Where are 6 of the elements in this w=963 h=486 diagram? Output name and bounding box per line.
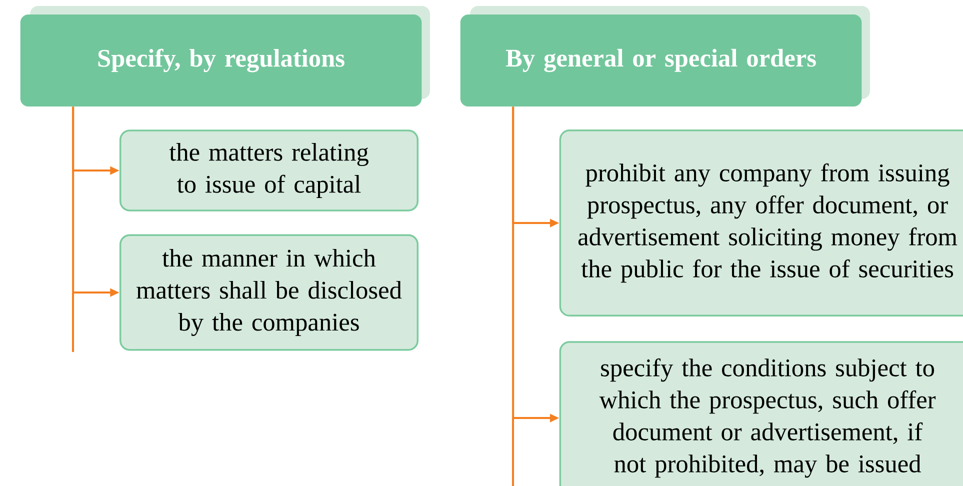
text-box: the matters relating to issue of capital bbox=[119, 130, 419, 212]
text-box: specify the conditions subject to which the prospectus, such offer document or advertisement, if not prohibited, may be issued bbox=[559, 341, 963, 486]
text-box: prohibit any company from issuing prospectus, any offer document, or advertisement soliciting money from the public for the issue of securities bbox=[559, 129, 963, 317]
heading-box: By general or special orders bbox=[460, 6, 870, 106]
text-box: the manner in which matters shall be disclosed by the companies bbox=[119, 234, 419, 351]
heading-box: Specify, by regulations bbox=[20, 6, 430, 106]
